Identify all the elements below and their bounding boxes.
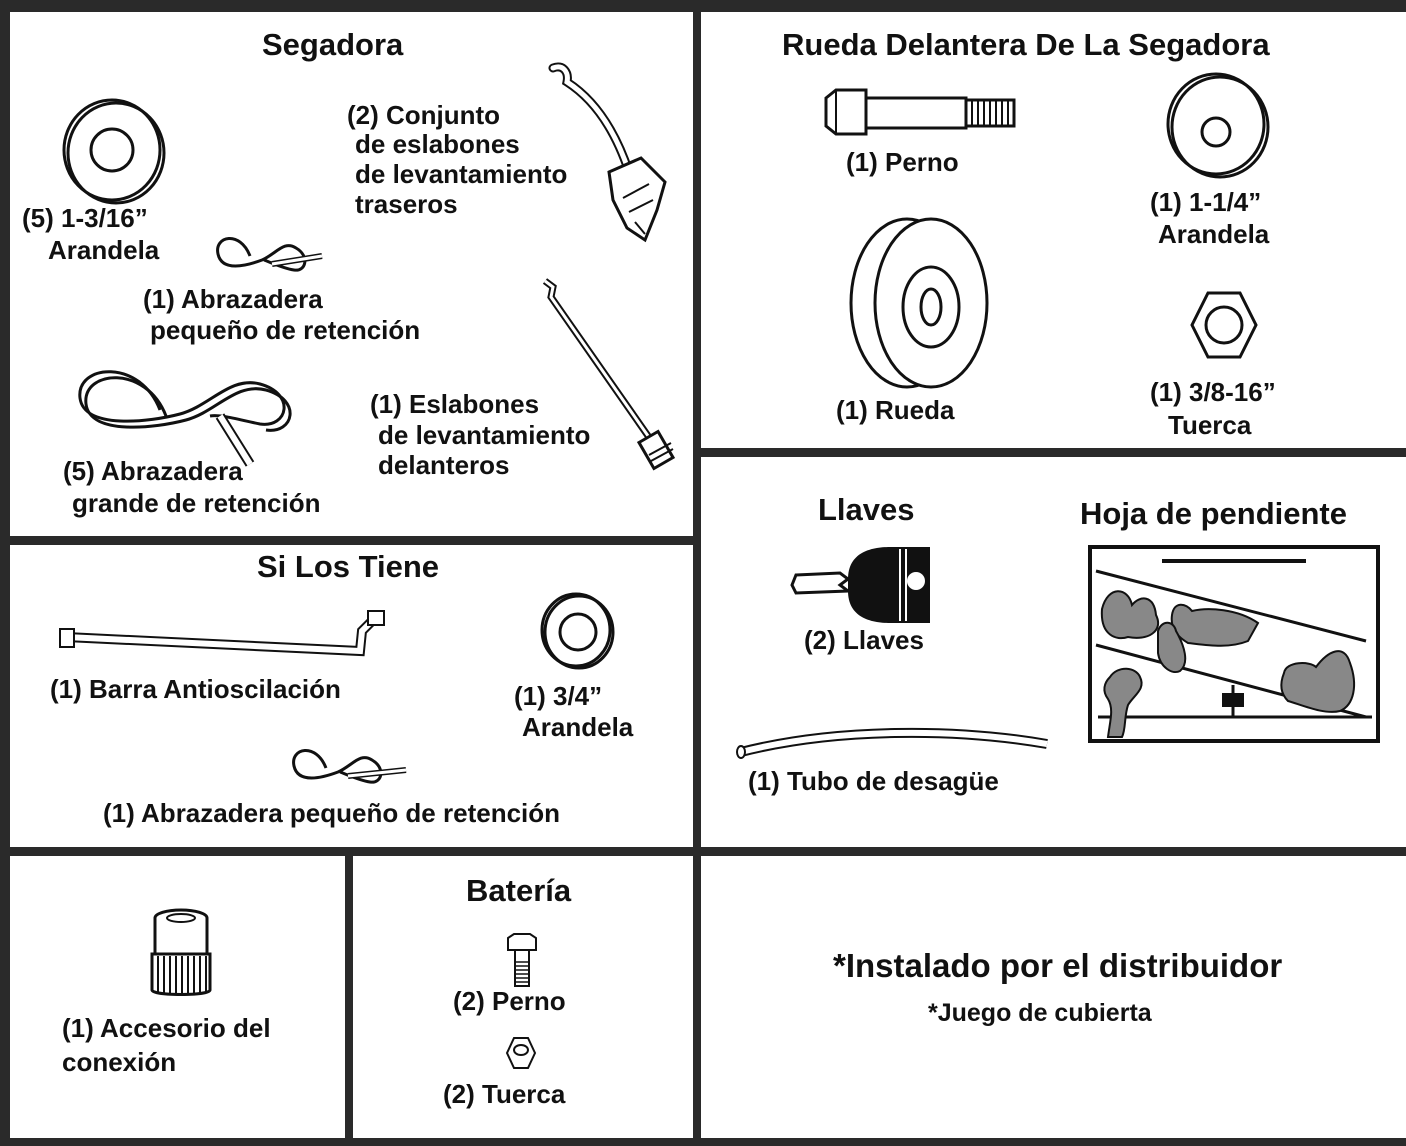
- small-clip-label-1: (1) Abrazadera: [143, 284, 323, 314]
- si-los-tiene-washer-label-1: (1) 3/4”: [514, 681, 603, 711]
- washer-icon: [62, 98, 166, 205]
- battery-bolt-label: (2) Perno: [453, 986, 566, 1016]
- divider-horizontal-left-1: [0, 536, 700, 545]
- front-wheel-washer-label-2: Arandela: [1158, 219, 1270, 249]
- segadora-washer-label-2: Arandela: [48, 235, 160, 265]
- keys-label: (2) Llaves: [804, 625, 924, 655]
- llaves-title: Llaves: [818, 492, 915, 527]
- front-lift-link-icon: [542, 278, 676, 471]
- key-icon: [790, 547, 930, 623]
- battery-nut-label: (2) Tuerca: [443, 1079, 566, 1109]
- rear-link-label-3: de levantamiento: [355, 159, 568, 189]
- front-link-label-3: delanteros: [378, 450, 510, 480]
- segadora-washer-label-1: (5) 1-3/16”: [22, 203, 148, 233]
- large-washer-icon: [1166, 72, 1270, 179]
- bateria-title: Batería: [466, 873, 572, 908]
- small-washer-icon: [540, 592, 615, 670]
- dealer-subtitle: *Juego de cubierta: [928, 999, 1152, 1027]
- battery-bolt-icon: [507, 933, 537, 987]
- fitting-label-1: (1) Accesorio del: [62, 1013, 271, 1043]
- drain-tube-icon: [736, 727, 1048, 759]
- large-clip-icon: [78, 370, 292, 467]
- divider-vertical-main: [693, 0, 701, 1146]
- border-top: [0, 0, 1406, 12]
- large-clip-label-2: grande de retención: [72, 488, 321, 518]
- slope-sheet-title: Hoja de pendiente: [1080, 496, 1347, 531]
- nut-icon: [1190, 291, 1258, 359]
- wheel-icon: [849, 217, 989, 389]
- large-clip-label-1: (5) Abrazadera: [63, 456, 243, 486]
- rear-lift-link-icon: [548, 62, 667, 243]
- nut-label-1: (1) 3/8-16”: [1150, 377, 1276, 407]
- fitting-icon: [150, 908, 212, 996]
- si-los-tiene-clip-label: (1) Abrazadera pequeño de retención: [103, 798, 561, 828]
- small-clip-label-2: pequeño de retención: [150, 315, 421, 345]
- si-los-tiene-title: Si Los Tiene: [257, 549, 440, 584]
- front-link-label-1: (1) Eslabones: [370, 389, 540, 419]
- anti-sway-bar-label: (1) Barra Antioscilación: [50, 674, 341, 704]
- fitting-label-2: conexión: [62, 1047, 177, 1077]
- divider-horizontal-right-1: [693, 448, 1406, 457]
- rear-link-label-2: de eslabones: [355, 129, 520, 159]
- rear-link-label-4: traseros: [355, 189, 458, 219]
- rear-link-label-1: (2) Conjunto: [347, 100, 501, 130]
- bolt-icon: [824, 88, 1016, 136]
- slope-sheet-illustration: [1088, 545, 1380, 743]
- divider-horizontal-bottom: [0, 847, 1406, 856]
- battery-nut-icon: [505, 1037, 537, 1069]
- border-left: [0, 0, 10, 1146]
- front-wheel-bolt-label: (1) Perno: [846, 147, 959, 177]
- si-los-tiene-washer-label-2: Arandela: [522, 712, 634, 742]
- front-link-label-2: de levantamiento: [378, 420, 591, 450]
- wheel-label: (1) Rueda: [836, 395, 955, 425]
- border-bottom: [0, 1138, 1406, 1146]
- front-wheel-washer-label-1: (1) 1-1/4”: [1150, 187, 1262, 217]
- dealer-title: *Instalado por el distribuidor: [833, 947, 1283, 984]
- segadora-title: Segadora: [262, 27, 404, 62]
- anti-sway-bar-icon: [59, 610, 385, 657]
- drain-tube-label: (1) Tubo de desagüe: [748, 766, 999, 796]
- si-los-tiene-clip-icon: [292, 749, 407, 784]
- small-clip-icon: [216, 237, 323, 272]
- nut-label-2: Tuerca: [1168, 410, 1252, 440]
- divider-vertical-bottom-left: [345, 847, 353, 1146]
- front-wheel-title: Rueda Delantera De La Segadora: [782, 27, 1270, 62]
